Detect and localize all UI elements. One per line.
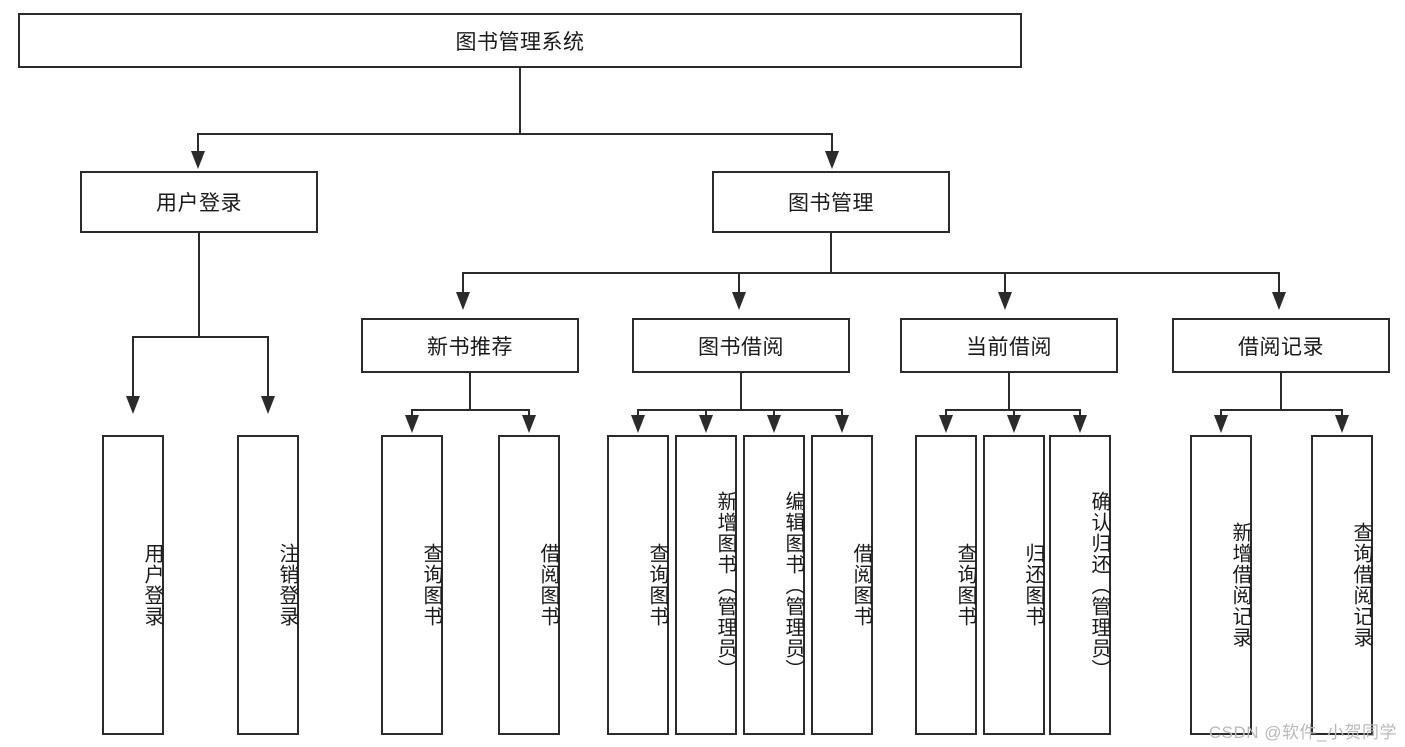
leaf-new-book-2[interactable]: 借阅图书: [498, 435, 560, 735]
arrow-bb-to-leaf-4: [835, 415, 849, 433]
node-label: 借阅记录: [1238, 335, 1324, 359]
edge-new-book-stem: [469, 373, 471, 410]
arrow-br-to-leaf-2: [1335, 415, 1349, 433]
arrow-new-book-to-leaf-2: [522, 415, 536, 433]
leaf-current-borrow-3[interactable]: 确认归还（管理员）: [1049, 435, 1111, 735]
leaf-borrow-record-1[interactable]: 新增借阅记录: [1190, 435, 1252, 735]
edge-book-management-stem: [830, 233, 832, 273]
leaf-label: 新增借阅记录: [1229, 522, 1251, 648]
node-root-book-management-system[interactable]: 图书管理系统: [18, 13, 1022, 68]
edge-br-to-leaf-1: [1220, 409, 1222, 419]
node-book-management[interactable]: 图书管理: [712, 171, 950, 233]
leaf-book-borrow-1[interactable]: 查询图书: [607, 435, 669, 735]
edge-new-book-to-leaf-2: [528, 409, 530, 419]
edge-cb-to-leaf-2: [1013, 409, 1015, 419]
leaf-current-borrow-1[interactable]: 查询图书: [915, 435, 977, 735]
leaf-label: 查询图书: [646, 543, 668, 627]
edge-user-login-bar: [132, 336, 268, 338]
arrow-bb-to-leaf-2: [699, 415, 713, 433]
leaf-user-login-1[interactable]: 用户登录: [102, 435, 164, 735]
leaf-label: 新增图书（管理员）: [714, 490, 736, 680]
edge-new-book-bar: [411, 409, 529, 411]
leaf-label: 查询借阅记录: [1350, 522, 1372, 648]
edge-new-book-to-leaf-1: [411, 409, 413, 419]
arrow-bm-to-book-borrow: [732, 292, 746, 310]
edge-bb-to-leaf-3: [773, 409, 775, 419]
edge-root-to-user-login: [197, 133, 199, 153]
leaf-label: 查询图书: [954, 543, 976, 627]
edge-cb-to-leaf-1: [945, 409, 947, 419]
arrow-br-to-leaf-1: [1214, 415, 1228, 433]
csdn-watermark: CSDN @软件_小贺同学: [1208, 723, 1397, 742]
arrow-user-login-to-leaf-2: [261, 396, 275, 414]
leaf-book-borrow-2[interactable]: 新增图书（管理员）: [675, 435, 737, 735]
node-label: 图书管理: [788, 192, 874, 215]
node-book-borrow[interactable]: 图书借阅: [632, 318, 850, 373]
edge-bm-to-current-borrow: [1004, 272, 1006, 294]
node-borrow-record[interactable]: 借阅记录: [1172, 318, 1390, 373]
leaf-label: 编辑图书（管理员）: [782, 490, 804, 680]
leaf-label: 借阅图书: [537, 543, 559, 627]
edge-book-borrow-stem: [740, 373, 742, 410]
edge-bb-to-leaf-2: [705, 409, 707, 419]
leaf-label: 归还图书: [1022, 543, 1044, 627]
arrow-bm-to-borrow-record: [1272, 292, 1286, 310]
leaf-user-login-2[interactable]: 注销登录: [237, 435, 299, 735]
leaf-current-borrow-2[interactable]: 归还图书: [983, 435, 1045, 735]
leaf-label: 借阅图书: [850, 543, 872, 627]
node-label: 当前借阅: [966, 335, 1052, 359]
leaf-label: 确认归还（管理员）: [1088, 490, 1110, 680]
node-label: 图书管理系统: [455, 30, 585, 54]
edge-root-stem: [519, 68, 521, 134]
node-label: 用户登录: [156, 192, 242, 215]
edge-user-login-to-leaf-2: [267, 336, 269, 398]
edge-br-to-leaf-2: [1341, 409, 1343, 419]
arrow-cb-to-leaf-2: [1007, 415, 1021, 433]
edge-bm-to-borrow-record: [1278, 272, 1280, 294]
edge-user-login-to-leaf-1: [132, 336, 134, 398]
arrow-new-book-to-leaf-1: [405, 415, 419, 433]
arrow-bb-to-leaf-3: [767, 415, 781, 433]
arrow-root-to-user-login: [191, 151, 205, 169]
leaf-label: 用户登录: [141, 543, 163, 627]
arrow-root-to-book-management: [825, 151, 839, 169]
edge-root-bar: [197, 133, 833, 135]
arrow-bm-to-current-borrow: [998, 292, 1012, 310]
leaf-book-borrow-3[interactable]: 编辑图书（管理员）: [743, 435, 805, 735]
edge-book-management-bar: [462, 272, 1280, 274]
leaf-book-borrow-4[interactable]: 借阅图书: [811, 435, 873, 735]
edge-book-borrow-bar: [637, 409, 843, 411]
node-user-login[interactable]: 用户登录: [80, 171, 318, 233]
arrow-bm-to-new-book: [456, 292, 470, 310]
node-current-borrow[interactable]: 当前借阅: [900, 318, 1118, 373]
edge-bm-to-book-borrow: [738, 272, 740, 294]
leaf-label: 注销登录: [276, 543, 298, 627]
edge-user-login-stem: [198, 233, 200, 337]
edge-borrow-record-stem: [1280, 373, 1282, 410]
node-label: 新书推荐: [427, 335, 513, 359]
arrow-user-login-to-leaf-1: [126, 396, 140, 414]
leaf-borrow-record-2[interactable]: 查询借阅记录: [1311, 435, 1373, 735]
leaf-new-book-1[interactable]: 查询图书: [381, 435, 443, 735]
arrow-cb-to-leaf-3: [1073, 415, 1087, 433]
edge-current-borrow-stem: [1008, 373, 1010, 410]
node-new-book-recommend[interactable]: 新书推荐: [361, 318, 579, 373]
edge-bm-to-new-book: [462, 272, 464, 294]
edge-root-to-book-management: [831, 133, 833, 153]
edge-bb-to-leaf-1: [637, 409, 639, 419]
edge-bb-to-leaf-4: [841, 409, 843, 419]
edge-cb-to-leaf-3: [1079, 409, 1081, 419]
arrow-bb-to-leaf-1: [631, 415, 645, 433]
arrow-cb-to-leaf-1: [939, 415, 953, 433]
edge-borrow-record-bar: [1220, 409, 1342, 411]
node-label: 图书借阅: [698, 335, 784, 359]
leaf-label: 查询图书: [420, 543, 442, 627]
